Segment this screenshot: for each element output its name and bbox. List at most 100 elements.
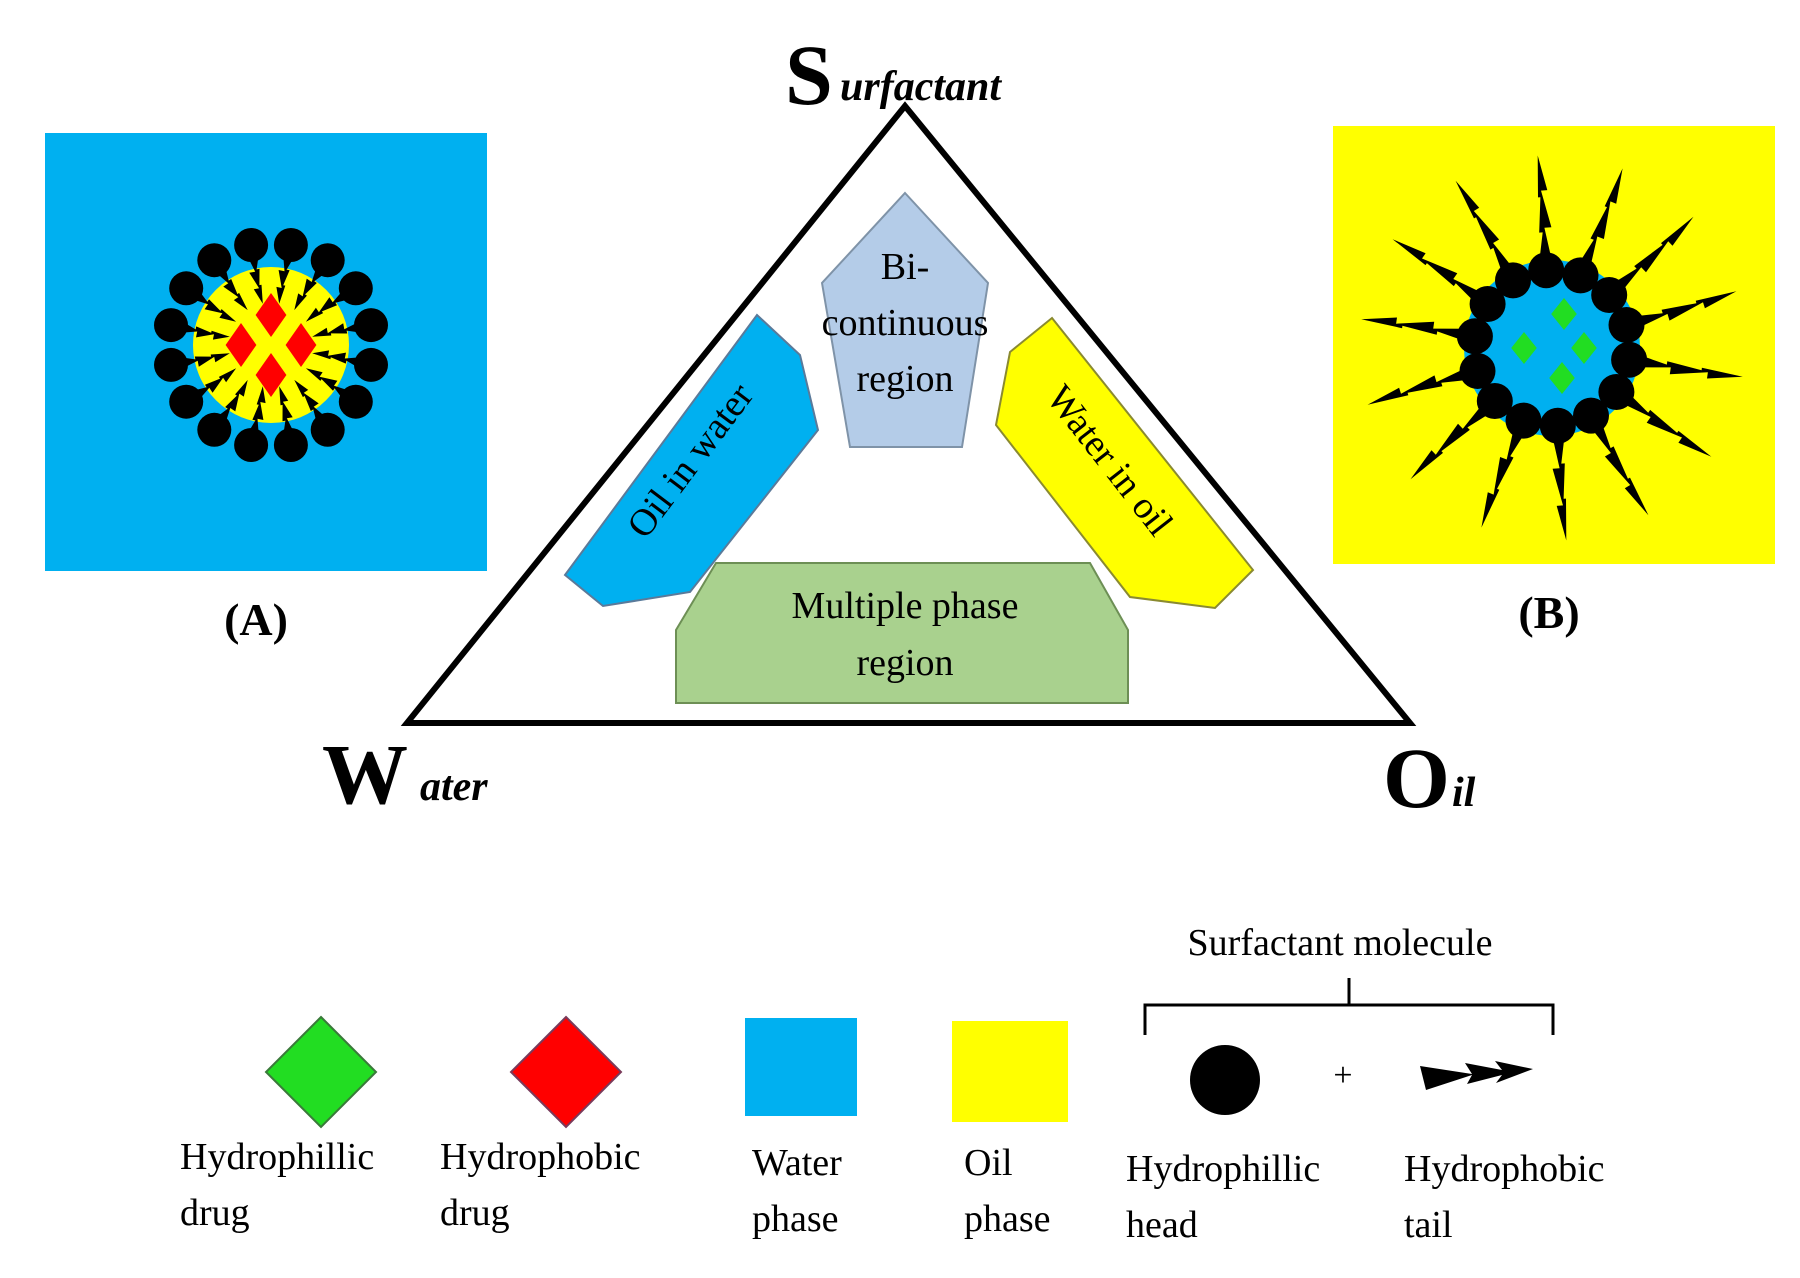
water-initial: W xyxy=(322,726,408,822)
micelle-b-head xyxy=(1505,402,1542,439)
micelle-b-tail xyxy=(1575,168,1623,274)
hydrophilic-head-label-line-2: head xyxy=(1126,1204,1198,1246)
micelle-a-head xyxy=(197,243,232,278)
micelle-b-head xyxy=(1469,286,1506,322)
micelle-a-hydrophobic-drug xyxy=(225,323,257,367)
region-multiple-phase: Multiple phase region xyxy=(675,562,1129,704)
micelle-a-head xyxy=(234,428,269,462)
plus-sign: + xyxy=(1333,1057,1352,1094)
oil-in-water-shape xyxy=(563,313,820,608)
micelle-a-head xyxy=(273,228,308,262)
oil-phase-label-line-1: Oil xyxy=(964,1142,1013,1184)
micelle-a-tail xyxy=(312,350,363,369)
surfactant-rest: urfactant xyxy=(840,64,1002,110)
micelle-b-head xyxy=(1539,407,1576,444)
micelle-b-hydrophilic-drug xyxy=(1549,362,1575,394)
micelle-a-hydrophobic-drug xyxy=(285,323,317,367)
micelle-a-oil-core xyxy=(193,267,349,423)
micelle-a-tail xyxy=(179,353,230,369)
micelle-b-tail xyxy=(1455,180,1517,280)
micelle-a-head xyxy=(338,271,373,306)
micelle-a-head xyxy=(354,308,388,343)
surfactant-molecule-label: Surfactant molecule xyxy=(1188,922,1493,964)
micelle-b-tail xyxy=(1587,416,1649,516)
hydrophilic-drug-label-line-1: Hydrophillic xyxy=(180,1136,374,1178)
multiple-phase-label-line-2: region xyxy=(856,642,953,684)
multiple-phase-label-line-1: Multiple phase xyxy=(792,585,1019,627)
hydrophilic-drug-swatch xyxy=(264,1015,378,1129)
panel-a-label: (A) xyxy=(224,594,288,645)
oil-rest: il xyxy=(1452,770,1476,816)
legend: Hydrophillic drug Hydrophobic drug Water… xyxy=(180,922,1605,1246)
vertex-surfactant: S urfactant xyxy=(785,27,1002,123)
micelle-a-head xyxy=(273,428,308,462)
micelle-b-head xyxy=(1476,383,1513,419)
micelle-a-head xyxy=(310,243,345,278)
micelle-a-tail xyxy=(305,288,351,322)
bicontinuous-label-line-1: Bi- xyxy=(881,246,930,288)
bicontinuous-shape xyxy=(820,191,990,448)
micelle-a-tail xyxy=(191,288,237,322)
hydrophobic-tail-swatch xyxy=(1420,1061,1533,1090)
micelle-b-tail xyxy=(1367,365,1475,405)
micelle-a-tail xyxy=(312,321,363,337)
hydrophobic-drug-label-line-1: Hydrophobic xyxy=(440,1136,641,1178)
panel-b: (B) xyxy=(1333,126,1775,638)
micelle-a-head xyxy=(310,412,345,447)
hydrophilic-drug-label-line-2: drug xyxy=(180,1192,250,1234)
micelle-a-tail xyxy=(191,368,237,402)
micelle-b-head xyxy=(1573,397,1609,434)
hydrophobic-tail-label-line-2: tail xyxy=(1404,1204,1453,1246)
micelle-b-head xyxy=(1598,374,1635,410)
micelle-a-tail xyxy=(294,379,328,425)
micelle-a-hydrophobic-drug xyxy=(255,293,287,337)
micelle-a-head xyxy=(354,347,388,382)
micelle-b-head xyxy=(1562,257,1599,294)
micelle-b-head xyxy=(1528,252,1565,289)
multiple-phase-shape xyxy=(675,562,1129,704)
micelle-b-tail xyxy=(1629,291,1737,331)
micelle-b-head xyxy=(1456,318,1493,355)
micelle-b-hydrophilic-drug xyxy=(1551,298,1577,330)
micelle-b-tail xyxy=(1481,422,1529,528)
micelle-a-head xyxy=(338,384,373,419)
micelle-b-tail xyxy=(1537,155,1553,266)
hydrophobic-drug-swatch xyxy=(509,1015,623,1129)
micelle-a-head xyxy=(169,271,204,306)
region-bicontinuous: Bi- continuous region xyxy=(820,191,990,448)
surfactant-molecule-bracket xyxy=(1143,978,1555,1035)
micelle-a-hydrophobic-drug xyxy=(255,353,287,397)
micelle-a-tail xyxy=(247,253,263,304)
hydrophilic-head-label-line-1: Hydrophillic xyxy=(1126,1148,1320,1190)
bicontinuous-label-line-2: continuous xyxy=(822,302,989,344)
micelle-b-head xyxy=(1608,307,1645,343)
bicontinuous-label-line-3: region xyxy=(856,358,953,400)
panel-b-label: (B) xyxy=(1518,587,1579,638)
water-phase-swatch xyxy=(745,1018,857,1116)
micelle-b-tail xyxy=(1551,430,1567,541)
water-in-oil-reverse-micelle xyxy=(1361,155,1743,541)
hydrophobic-drug-label-line-2: drug xyxy=(440,1192,510,1234)
surfactant-initial: S xyxy=(785,27,833,123)
micelle-b-tail xyxy=(1616,389,1712,457)
micelle-a-head xyxy=(154,308,188,343)
hydrophilic-head-swatch xyxy=(1190,1045,1260,1115)
micelle-a-tail xyxy=(276,253,295,304)
micelle-b-tail xyxy=(1361,317,1471,343)
micelle-a-tail xyxy=(214,379,248,425)
micelle-b-hydrophilic-drug xyxy=(1571,332,1597,364)
micelle-a-tail xyxy=(294,265,328,311)
water-rest: ater xyxy=(420,764,488,810)
micelle-a-head xyxy=(234,228,269,262)
oil-initial: O xyxy=(1383,730,1450,826)
micelle-a-head xyxy=(197,412,232,447)
micelle-a-tail xyxy=(279,386,295,437)
micelle-b-tail xyxy=(1392,239,1488,307)
micelle-b-tail xyxy=(1608,216,1694,297)
micelle-b-hydrophilic-drug xyxy=(1511,332,1537,364)
oil-phase-label-line-2: phase xyxy=(964,1198,1051,1240)
oil-phase-swatch xyxy=(952,1021,1068,1122)
panel-a: (A) xyxy=(45,133,487,645)
micelle-a-tail xyxy=(179,321,230,340)
